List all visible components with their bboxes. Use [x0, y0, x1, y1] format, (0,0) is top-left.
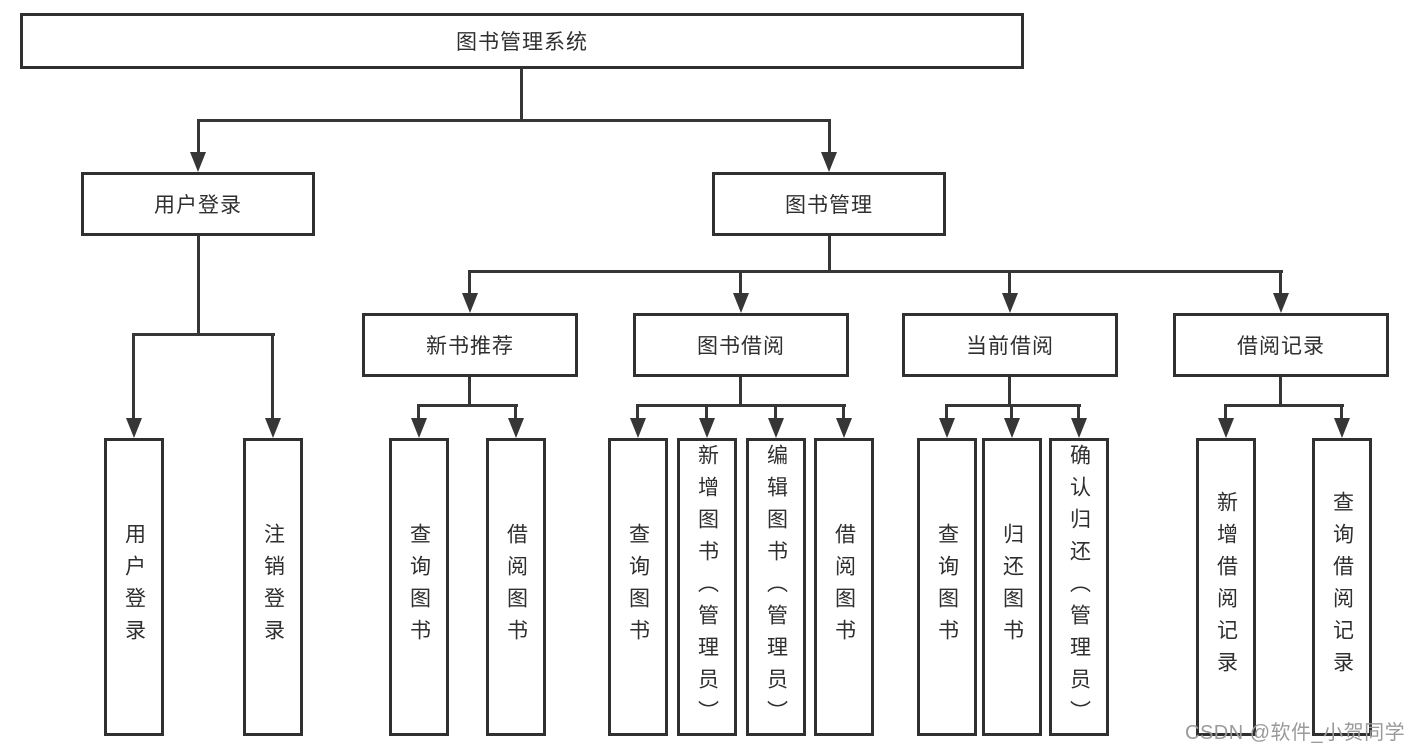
- leaf-label: 新增图书（管理员）: [695, 444, 719, 732]
- leaf-label: 注销登录: [261, 523, 285, 651]
- arrow-down-icon: [411, 418, 427, 438]
- node-current-borrowing-label: 当前借阅: [966, 335, 1054, 358]
- node-root: 图书管理系统: [20, 13, 1024, 69]
- node-leaf-add-borrow-record: 新增借阅记录: [1196, 438, 1256, 736]
- node-borrowing-records: 借阅记录: [1173, 313, 1389, 377]
- node-book-management: 图书管理: [712, 172, 946, 236]
- connector-book-management-stem: [828, 236, 831, 272]
- node-leaf-query-books-2: 查询图书: [608, 438, 668, 736]
- connector-borrowing-records-stem: [1279, 377, 1282, 407]
- connector-drop-leaf: [1340, 404, 1343, 420]
- connector-drop-book-borrowing: [739, 270, 742, 294]
- connector-drop-logout: [271, 333, 274, 420]
- arrow-down-icon: [462, 293, 478, 313]
- leaf-label: 查询图书: [935, 523, 959, 651]
- arrow-down-icon: [1004, 418, 1020, 438]
- connector-borrowing-records-bar: [1224, 404, 1344, 407]
- connector-user-login-bar: [132, 333, 275, 336]
- connector-drop-leaf: [945, 404, 948, 420]
- node-leaf-query-books-3: 查询图书: [917, 438, 977, 736]
- connector-drop-current-borrowing: [1008, 270, 1011, 294]
- connector-drop-leaf: [774, 404, 777, 420]
- leaf-label: 借阅图书: [504, 523, 528, 651]
- node-user-login: 用户登录: [81, 172, 315, 236]
- connector-user-login-stem: [197, 236, 200, 336]
- connector-drop-leaf: [705, 404, 708, 420]
- leaf-label: 查询图书: [626, 523, 650, 651]
- connector-level2-bar: [197, 119, 831, 122]
- arrow-down-icon: [821, 152, 837, 172]
- arrow-down-icon: [1273, 293, 1289, 313]
- connector-drop-leaf: [1077, 404, 1080, 420]
- leaf-label: 借阅图书: [832, 523, 856, 651]
- node-book-borrowing: 图书借阅: [633, 313, 849, 377]
- arrow-down-icon: [939, 418, 955, 438]
- connector-drop-leaf: [1224, 404, 1227, 420]
- node-borrowing-records-label: 借阅记录: [1237, 335, 1325, 358]
- connector-new-book-stem: [468, 377, 471, 407]
- connector-drop-borrowing-records: [1279, 270, 1282, 294]
- arrow-down-icon: [699, 418, 715, 438]
- node-leaf-borrow-books-1: 借阅图书: [486, 438, 546, 736]
- connector-drop-book-management: [828, 119, 831, 154]
- arrow-down-icon: [836, 418, 852, 438]
- node-new-book-recommendation-label: 新书推荐: [426, 335, 514, 358]
- connector-book-borrowing-stem: [739, 377, 742, 407]
- arrow-down-icon: [768, 418, 784, 438]
- connector-level3-bar: [468, 270, 1283, 273]
- node-leaf-add-books-admin: 新增图书（管理员）: [677, 438, 737, 736]
- node-root-label: 图书管理系统: [456, 31, 588, 54]
- connector-current-borrowing-bar: [945, 404, 1081, 407]
- connector-root-stem: [520, 69, 523, 121]
- connector-current-borrowing-stem: [1008, 377, 1011, 407]
- connector-drop-leaf: [514, 404, 517, 420]
- arrow-down-icon: [1002, 293, 1018, 313]
- connector-drop-leaf: [636, 404, 639, 420]
- connector-drop-leaf: [417, 404, 420, 420]
- node-leaf-query-borrow-record: 查询借阅记录: [1312, 438, 1372, 736]
- arrow-down-icon: [630, 418, 646, 438]
- node-leaf-query-books-1: 查询图书: [389, 438, 449, 736]
- leaf-label: 编辑图书（管理员）: [764, 444, 788, 732]
- node-leaf-edit-books-admin: 编辑图书（管理员）: [746, 438, 806, 736]
- node-book-management-label: 图书管理: [785, 194, 873, 217]
- arrow-down-icon: [126, 418, 142, 438]
- leaf-label: 查询图书: [407, 523, 431, 651]
- node-leaf-borrow-books-2: 借阅图书: [814, 438, 874, 736]
- node-leaf-user-login-action: 用户登录: [104, 438, 164, 736]
- leaf-label: 查询借阅记录: [1330, 491, 1354, 683]
- arrow-down-icon: [733, 293, 749, 313]
- node-user-login-label: 用户登录: [154, 194, 242, 217]
- arrow-down-icon: [1334, 418, 1350, 438]
- connector-book-borrowing-bar: [636, 404, 846, 407]
- connector-new-book-bar: [417, 404, 518, 407]
- connector-drop-new-book: [468, 270, 471, 294]
- leaf-label: 归还图书: [1000, 523, 1024, 651]
- arrow-down-icon: [1218, 418, 1234, 438]
- connector-drop-leaf: [1010, 404, 1013, 420]
- leaf-label: 用户登录: [122, 523, 146, 651]
- node-leaf-logout: 注销登录: [243, 438, 303, 736]
- node-new-book-recommendation: 新书推荐: [362, 313, 578, 377]
- arrow-down-icon: [1071, 418, 1087, 438]
- connector-drop-user-login: [197, 119, 200, 154]
- leaf-label: 新增借阅记录: [1214, 491, 1238, 683]
- arrow-down-icon: [265, 418, 281, 438]
- arrow-down-icon: [508, 418, 524, 438]
- node-leaf-confirm-return-admin: 确认归还（管理员）: [1049, 438, 1109, 736]
- watermark: CSDN @软件_小贺同学: [1185, 722, 1405, 744]
- arrow-down-icon: [190, 152, 206, 172]
- connector-drop-user-login-action: [132, 333, 135, 420]
- connector-drop-leaf: [842, 404, 845, 420]
- leaf-label: 确认归还（管理员）: [1067, 444, 1091, 732]
- node-book-borrowing-label: 图书借阅: [697, 335, 785, 358]
- node-current-borrowing: 当前借阅: [902, 313, 1118, 377]
- node-leaf-return-books: 归还图书: [982, 438, 1042, 736]
